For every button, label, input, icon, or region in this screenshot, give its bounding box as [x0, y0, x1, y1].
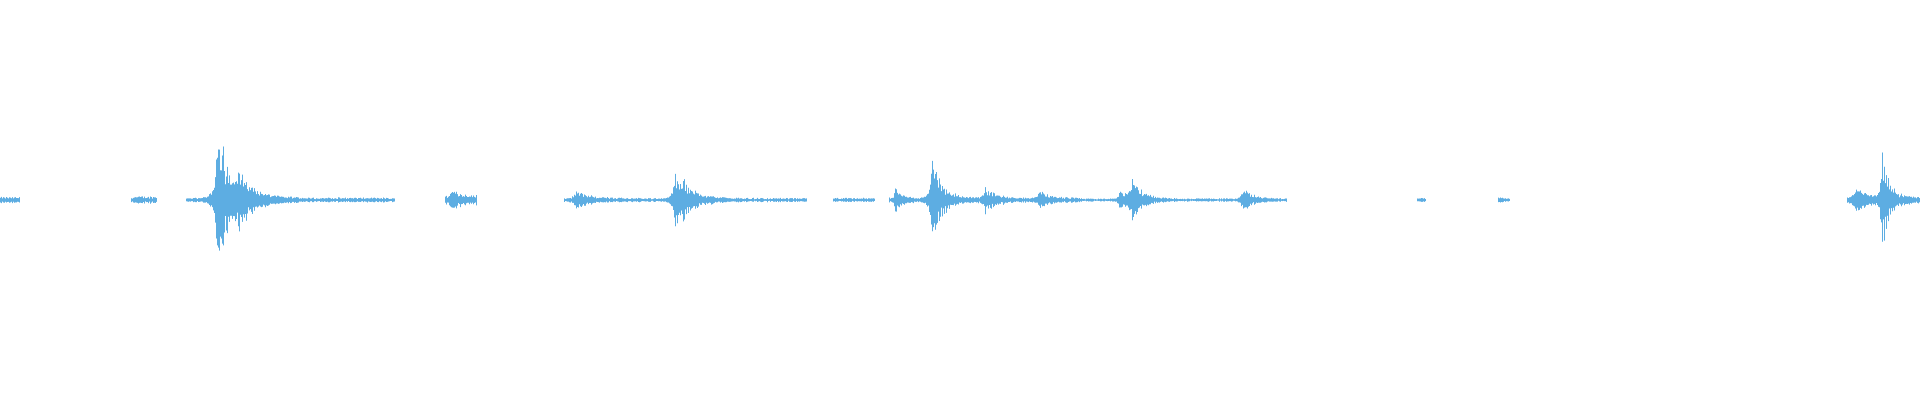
- waveform-segment: [833, 197, 875, 203]
- waveform-trace: [564, 173, 807, 227]
- waveform-trace: [131, 196, 157, 204]
- waveform-trace: [1081, 179, 1287, 221]
- waveform-segment: [1498, 197, 1510, 203]
- waveform-trace: [1417, 197, 1426, 202]
- waveform-trace: [889, 160, 1082, 232]
- waveform-segment: [1417, 197, 1426, 202]
- waveform-segment: [445, 191, 477, 209]
- waveform-trace: [833, 197, 875, 203]
- waveform-segment: [1081, 179, 1287, 221]
- waveform-segment: [564, 173, 807, 227]
- waveform-segment: [186, 146, 395, 251]
- waveform-segment: [1847, 152, 1920, 242]
- waveform-segment: [131, 196, 157, 204]
- waveform-segment: [0, 196, 20, 204]
- waveform-segment: [889, 160, 1082, 232]
- waveform-trace: [1498, 197, 1510, 203]
- waveform-trace: [0, 196, 20, 204]
- waveform-trace: [186, 146, 395, 251]
- waveform-channel: [0, 146, 1920, 251]
- waveform-trace: [445, 191, 477, 209]
- waveform-trace: [1847, 152, 1920, 242]
